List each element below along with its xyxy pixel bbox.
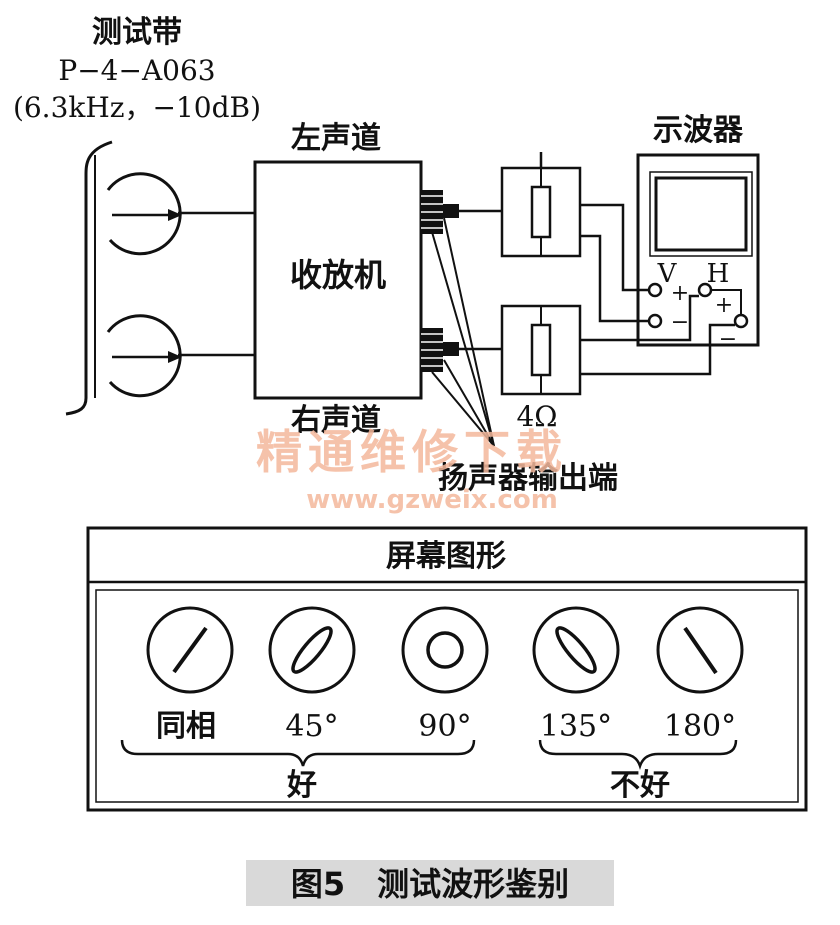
tape-title: 测试带 bbox=[92, 15, 182, 50]
output-jack-right bbox=[421, 328, 459, 372]
pattern-label-45: 45° bbox=[285, 709, 338, 744]
bad-brace bbox=[538, 739, 738, 770]
resistor-label: 4Ω bbox=[516, 400, 557, 433]
pattern-135-degrees bbox=[532, 606, 620, 694]
tape-cassette bbox=[65, 140, 113, 416]
tape-head-lower bbox=[106, 314, 182, 398]
watermark-url: www.gzweix.com bbox=[306, 485, 558, 515]
arrow-icon bbox=[168, 351, 182, 363]
pattern-45-degrees bbox=[268, 606, 356, 694]
arrow-icon bbox=[168, 209, 182, 221]
scope-v-minus-terminal bbox=[647, 313, 663, 329]
scope-wiring bbox=[539, 152, 735, 376]
watermark-cn: 精通维修下载 bbox=[256, 425, 568, 479]
tape-head-upper bbox=[106, 172, 182, 256]
scope-v-minus: − bbox=[671, 310, 689, 335]
watermark: 精通维修下载 www.gzweix.com bbox=[256, 425, 568, 515]
pattern-90-degrees bbox=[401, 606, 489, 694]
scope-v-plus-terminal bbox=[647, 282, 663, 298]
pattern-label-90: 90° bbox=[418, 709, 471, 744]
tape-spec: (6.3kHz，−10dB) bbox=[13, 91, 261, 124]
oscilloscope-label: 示波器 bbox=[653, 113, 744, 148]
good-brace bbox=[120, 739, 476, 767]
good-label: 好 bbox=[286, 768, 317, 803]
pattern-180-degrees bbox=[656, 606, 744, 694]
screen-panel-title: 屏幕图形 bbox=[386, 539, 506, 574]
scope-h-label: H bbox=[707, 259, 730, 289]
tape-model: P−4−A063 bbox=[58, 54, 215, 87]
scope-h-plus: + bbox=[715, 293, 733, 318]
pattern-label-180: 180° bbox=[664, 709, 736, 744]
scope-h-minus-terminal bbox=[733, 313, 749, 329]
receiver-label: 收放机 bbox=[290, 256, 386, 294]
resistor-lower bbox=[500, 304, 582, 396]
pattern-label-in-phase: 同相 bbox=[156, 709, 216, 744]
scope-h-minus: − bbox=[719, 327, 737, 352]
pattern-label-135: 135° bbox=[540, 709, 612, 744]
caption-text: 图5 测试波形鉴别 bbox=[291, 865, 569, 903]
figure-caption: 图5 测试波形鉴别 bbox=[246, 860, 614, 906]
left-channel-label: 左声道 bbox=[291, 121, 381, 156]
scope-v-label: V bbox=[657, 259, 678, 289]
pattern-in-phase bbox=[146, 606, 234, 694]
resistor-upper bbox=[500, 166, 582, 258]
scope-h-plus-terminal bbox=[697, 282, 713, 298]
oscilloscope bbox=[636, 153, 760, 347]
bad-label: 不好 bbox=[610, 768, 670, 803]
speaker-output-label: 扬声器输出端 bbox=[438, 461, 618, 496]
right-channel-label: 右声道 bbox=[291, 403, 381, 438]
scope-v-plus: + bbox=[671, 281, 689, 306]
speaker-output-pointer bbox=[431, 217, 495, 447]
oscilloscope-screen bbox=[654, 176, 748, 252]
receiver-box bbox=[253, 160, 423, 400]
output-jack-left bbox=[421, 190, 459, 234]
